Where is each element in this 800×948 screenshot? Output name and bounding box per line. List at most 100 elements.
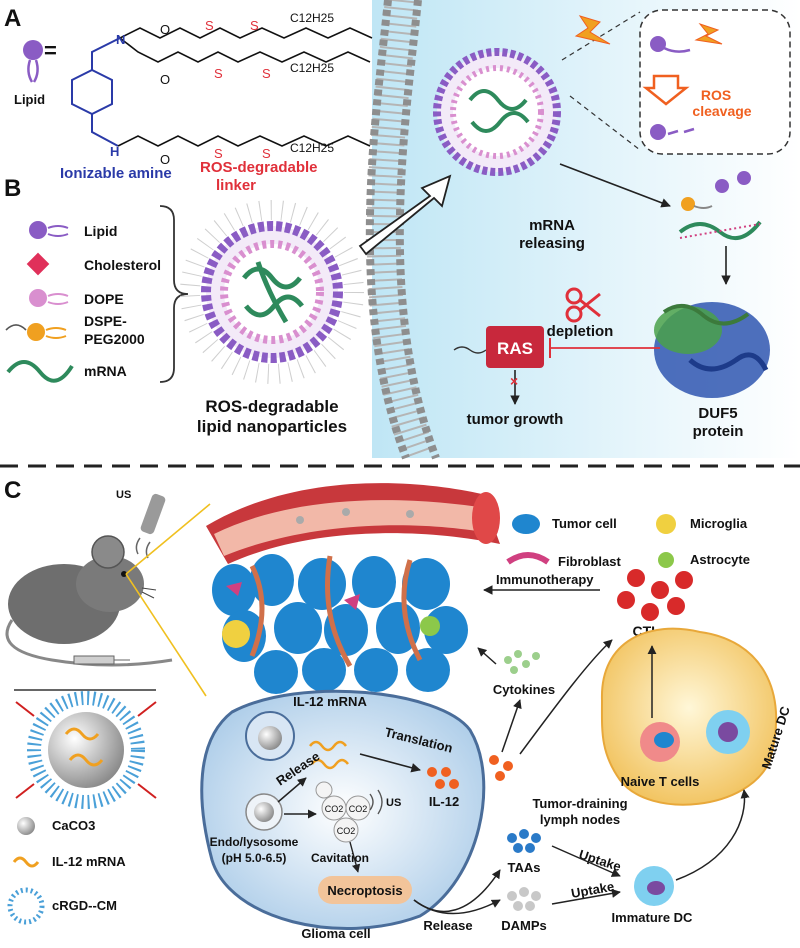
cytokines-cluster <box>504 650 540 674</box>
blood-vessel <box>206 483 500 564</box>
il12-to-ctl-arrow <box>519 639 613 755</box>
crgd-cm-icon <box>7 887 45 925</box>
taas-label: TAAs <box>508 860 541 875</box>
il12-to-cytokine-arrow <box>501 699 522 753</box>
legend-astrocyte: Astrocyte <box>690 552 750 567</box>
legend-fibroblast: Fibroblast <box>558 554 622 569</box>
cavitation-label: Cavitation <box>311 851 369 865</box>
astrocyte-icon <box>658 552 674 568</box>
endo-label-2: (pH 5.0-6.5) <box>222 851 287 865</box>
damps-label: DAMPs <box>501 918 547 933</box>
chain-tail-3: C12H25 <box>290 141 334 155</box>
necroptosis-label: Necroptosis <box>327 883 402 898</box>
svg-text:H: H <box>110 144 119 159</box>
ultrasound-waves-icon <box>369 789 383 815</box>
legend-tumor-cell: Tumor cell <box>552 516 617 531</box>
ros-lightning-icon <box>574 15 611 45</box>
svg-text:S: S <box>250 18 259 33</box>
chain-tail-1: C12H25 <box>290 11 334 25</box>
lymph-label-2: lymph nodes <box>540 812 620 827</box>
us-label: US <box>116 489 131 501</box>
legend-cholesterol: Cholesterol <box>84 257 161 273</box>
legend-mrna: mRNA <box>84 363 127 379</box>
ros-cleavage-inset: ROS cleavage <box>639 9 791 155</box>
ras-label: RAS <box>497 339 533 358</box>
immature-dc-label: Immature DC <box>612 910 694 925</box>
block-cross: × <box>510 373 518 389</box>
immature-dc <box>634 866 674 906</box>
legend-lipid: Lipid <box>84 223 117 239</box>
cytokines-label: Cytokines <box>493 682 555 697</box>
ultrasound-probe-icon <box>135 493 166 559</box>
translation-arrow <box>359 753 421 773</box>
svg-text:O: O <box>160 152 170 167</box>
nanoparticle-label-1: ROS-degradable <box>205 397 338 416</box>
panel-c-letter: C <box>4 477 21 504</box>
inset-connector <box>561 11 641 151</box>
uptake-label-2: Uptake <box>570 879 615 901</box>
equals-sign: = <box>44 38 57 63</box>
il12-mrna-label: IL-12 mRNA <box>293 694 367 709</box>
zoom-line-1 <box>125 503 211 575</box>
co2-label-3: CO2 <box>337 826 356 836</box>
endo-label-1: Endo/lysosome <box>210 835 299 849</box>
co2-label-1: CO2 <box>325 804 344 814</box>
legend-crgd-cm: cRGD--CM <box>52 898 117 913</box>
svg-text:S: S <box>262 66 271 81</box>
ionizable-amine-label: Ionizable amine <box>60 165 172 182</box>
chain-tail-2: C12H25 <box>290 61 334 75</box>
duf5-label-1: DUF5 <box>698 405 737 422</box>
co2-label-2: CO2 <box>349 804 368 814</box>
mouse-illustration <box>5 535 173 667</box>
atom-labels: S S S S S S O O O N H <box>110 18 271 167</box>
nanoparticle-cytoplasm <box>433 48 561 176</box>
mrna-releasing-2: releasing <box>519 235 585 252</box>
crgd-cm-nanoparticle <box>15 691 157 809</box>
release-to-damps-arrow <box>413 899 501 915</box>
release-label-2: Release <box>423 918 472 933</box>
scissors-icon <box>565 287 601 323</box>
legend-brace <box>159 205 189 383</box>
svg-text:S: S <box>214 66 223 81</box>
tumor-cell-icon <box>512 514 540 534</box>
syringe-icon <box>73 655 130 665</box>
ros-label: ROS <box>701 87 731 103</box>
il12-mrna-icon <box>12 856 40 868</box>
svg-text:O: O <box>160 72 170 87</box>
release-arrow-c <box>277 777 307 803</box>
panel-b-legend <box>5 221 74 383</box>
damps-cluster <box>507 887 541 911</box>
ras-anchor <box>453 346 487 354</box>
released-components <box>678 171 762 241</box>
panel-b-letter: B <box>4 175 21 202</box>
naive-t-label: Naive T cells <box>621 774 700 789</box>
il12-label: IL-12 <box>429 794 459 809</box>
ros-linker-label-1: ROS-degradable <box>200 159 318 176</box>
ros-linker-label-2: linker <box>216 177 256 194</box>
legend-peg: PEG2000 <box>84 331 145 347</box>
svg-text:S: S <box>214 146 223 161</box>
cytokine-arrow <box>477 647 497 665</box>
glioma-label: Glioma cell <box>301 926 370 941</box>
svg-text:S: S <box>205 18 214 33</box>
mrna-releasing-1: mRNA <box>529 217 575 234</box>
ctl-cluster <box>617 569 693 621</box>
tumor-growth-label: tumor growth <box>467 411 564 428</box>
duf5-protein-structure <box>654 302 770 398</box>
duf5-label-2: protein <box>693 423 744 440</box>
legend-microglia: Microglia <box>690 516 748 531</box>
nanoparticle-label-2: lipid nanoparticles <box>197 417 347 436</box>
release-arrow <box>559 163 671 208</box>
caco3-icon <box>17 817 35 835</box>
ras-box <box>486 326 544 368</box>
uptake-arrow-1 <box>551 845 621 877</box>
zoom-line-2 <box>125 573 207 697</box>
fibroblast-icon <box>506 552 550 565</box>
glioma-cell <box>200 689 486 930</box>
svg-text:S: S <box>262 146 271 161</box>
cavitation-arrow <box>349 841 361 873</box>
lipid-formula-label: Lipid <box>14 92 45 107</box>
panel-a-letter: A <box>4 5 21 32</box>
dc-maturation-arrow <box>675 789 750 881</box>
